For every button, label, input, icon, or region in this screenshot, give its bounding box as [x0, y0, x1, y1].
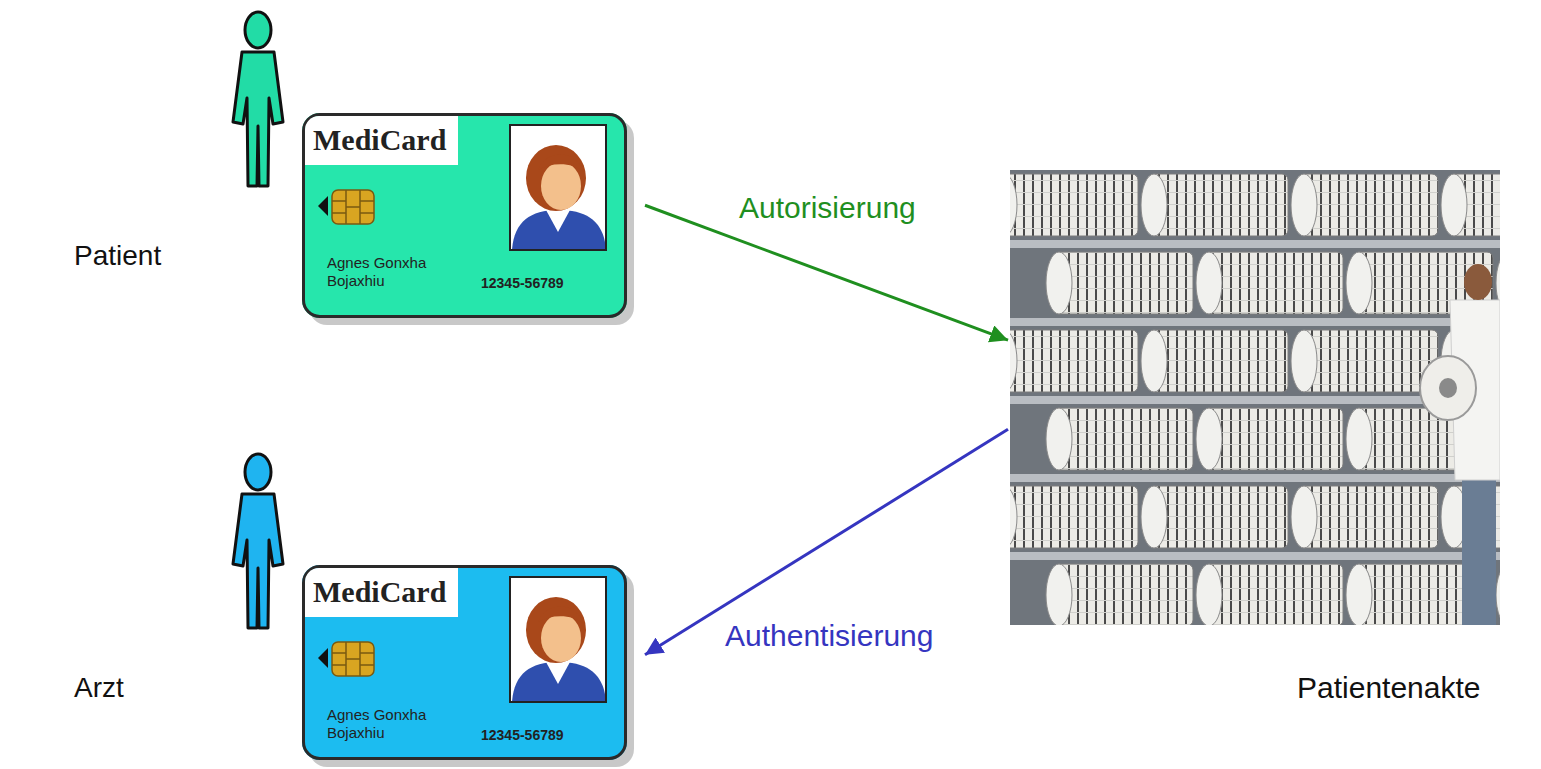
tape-reel: [1196, 252, 1343, 314]
shelf-shadow: [1010, 560, 1500, 625]
tape-reel: [1141, 486, 1288, 548]
tape-reel: [1141, 174, 1288, 236]
card-title: MediCard: [305, 116, 458, 165]
smart-card: MediCardAgnes Gonxha Bojaxhiu12345-56789: [302, 113, 627, 318]
tape-reel: [1291, 486, 1438, 548]
tape-reel: [1046, 408, 1193, 470]
tape-reel: [1010, 174, 1138, 236]
holder-name: Agnes Gonxha Bojaxhiu: [327, 706, 477, 742]
edge-label: Authentisierung: [722, 618, 936, 654]
tape-reel: [1141, 330, 1288, 392]
card-title: MediCard: [305, 568, 458, 617]
tape-reel: [1046, 564, 1193, 625]
doctor-figure: [233, 454, 283, 628]
record-archive: Patientenakte: [1010, 170, 1500, 625]
arrow-connector: [645, 429, 1008, 654]
node-caption: Patientenakte: [1297, 670, 1480, 706]
role-label: Patient: [74, 240, 161, 272]
smart-card: MediCardAgnes Gonxha Bojaxhiu12345-56789: [302, 565, 627, 760]
shelf-shadow: [1010, 404, 1500, 474]
patient-figure: [233, 12, 283, 186]
tape-library-photo: [1010, 170, 1500, 625]
role-label: Arzt: [74, 672, 124, 704]
tape-reel: [1196, 408, 1343, 470]
tape-reel: [1291, 174, 1438, 236]
card-number: 12345-56789: [481, 726, 564, 744]
tape-reel: [1441, 174, 1500, 236]
tape-reel: [1010, 330, 1138, 392]
shelf-shadow: [1010, 248, 1500, 318]
edge-label: Autorisierung: [736, 190, 919, 226]
holder-name: Agnes Gonxha Bojaxhiu: [327, 254, 477, 290]
patient-card-art: [302, 113, 634, 325]
tape-reel: [1010, 486, 1138, 548]
doctor-card-art: [302, 565, 634, 767]
tape-reel: [1046, 252, 1193, 314]
operator-figure: [1420, 264, 1500, 625]
tape-reel: [1291, 330, 1438, 392]
card-number: 12345-56789: [481, 274, 564, 292]
tape-reel: [1196, 564, 1343, 625]
tape-reel: [1496, 564, 1500, 625]
